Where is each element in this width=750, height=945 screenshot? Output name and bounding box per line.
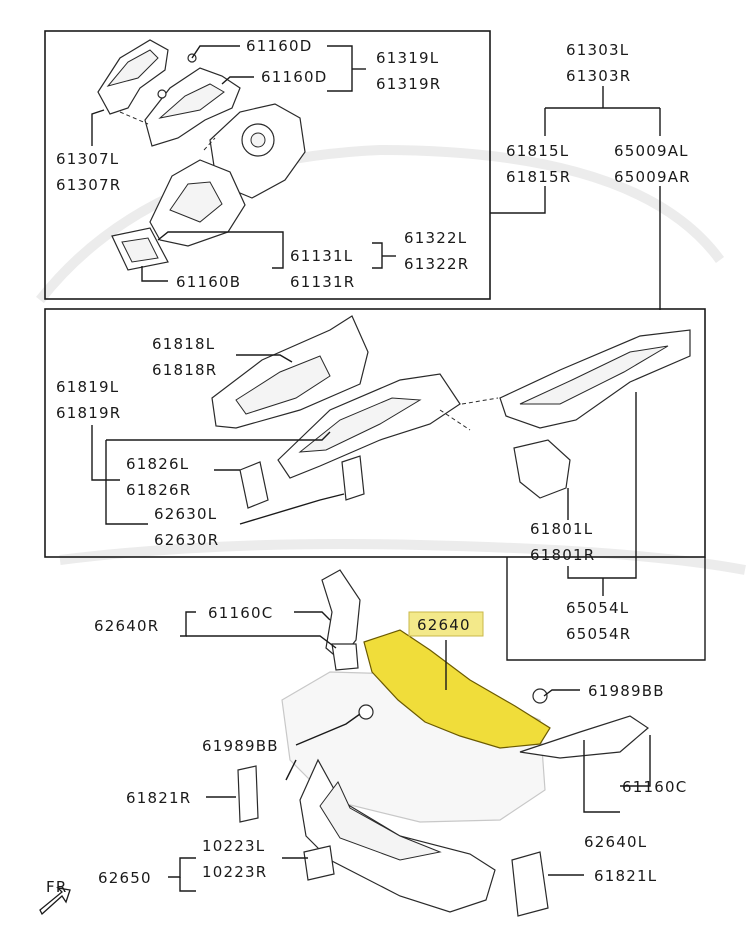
- label-62630l: 62630L: [154, 505, 217, 523]
- middle-parts-box: [44, 308, 706, 558]
- label-61819l: 61819L: [56, 378, 119, 396]
- part-labels: 61160D 61160D 61319L 61319R 61307L 61307…: [46, 37, 691, 896]
- label-61821r: 61821R: [126, 789, 191, 807]
- apron-upper-member-drawing: [97, 39, 306, 271]
- label-61307l: 61307L: [56, 150, 119, 168]
- label-61819r: 61819R: [56, 404, 121, 422]
- label-10223l: 10223L: [202, 837, 265, 855]
- label-62640: 62640: [417, 616, 471, 634]
- radiator-support-drawing: [237, 569, 649, 917]
- label-61989bb-right: 61989BB: [588, 682, 665, 700]
- label-62630r: 62630R: [154, 531, 219, 549]
- highlight-box: [408, 611, 484, 637]
- leader-lines: [91, 45, 706, 892]
- label-65054l: 65054L: [566, 599, 629, 617]
- label-65009ar: 65009AR: [614, 168, 691, 186]
- label-65009al: 65009AL: [614, 142, 689, 160]
- label-61821l: 61821L: [594, 867, 657, 885]
- label-61322r: 61322R: [404, 255, 469, 273]
- label-61160c-left: 61160C: [208, 604, 273, 622]
- label-61160d-bottom: 61160D: [261, 68, 327, 86]
- label-61160d-top: 61160D: [246, 37, 312, 55]
- label-10223r: 10223R: [202, 863, 267, 881]
- label-61826l: 61826L: [126, 455, 189, 473]
- label-61989bb-left: 61989BB: [202, 737, 279, 755]
- front-direction-arrow: [39, 887, 71, 916]
- label-61815l: 61815L: [506, 142, 569, 160]
- front-side-member-drawing: [211, 315, 691, 509]
- label-61303r: 61303R: [566, 67, 631, 85]
- label-61131l: 61131L: [290, 247, 353, 265]
- watermark: [36, 144, 746, 575]
- label-fr: FR: [46, 878, 67, 896]
- label-61319r: 61319R: [376, 75, 441, 93]
- label-61818r: 61818R: [152, 361, 217, 379]
- label-61160b: 61160B: [176, 273, 241, 291]
- label-61322l: 61322L: [404, 229, 467, 247]
- label-61815r: 61815R: [506, 168, 571, 186]
- label-61131r: 61131R: [290, 273, 355, 291]
- label-61801l: 61801L: [530, 520, 593, 538]
- label-61319l: 61319L: [376, 49, 439, 67]
- radiator-support-upper-highlighted: [363, 629, 551, 749]
- label-61303l: 61303L: [566, 41, 629, 59]
- label-65054r: 65054R: [566, 625, 631, 643]
- front-arrow-icon: [39, 887, 71, 916]
- label-61307r: 61307R: [56, 176, 121, 194]
- label-61160c-right: 61160C: [622, 778, 687, 796]
- label-62650: 62650: [98, 869, 152, 887]
- upper-parts-box: [44, 30, 491, 300]
- label-61826r: 61826R: [126, 481, 191, 499]
- label-61801r: 61801R: [530, 546, 595, 564]
- label-62640l: 62640L: [584, 833, 647, 851]
- label-62640r: 62640R: [94, 617, 159, 635]
- label-61818l: 61818L: [152, 335, 215, 353]
